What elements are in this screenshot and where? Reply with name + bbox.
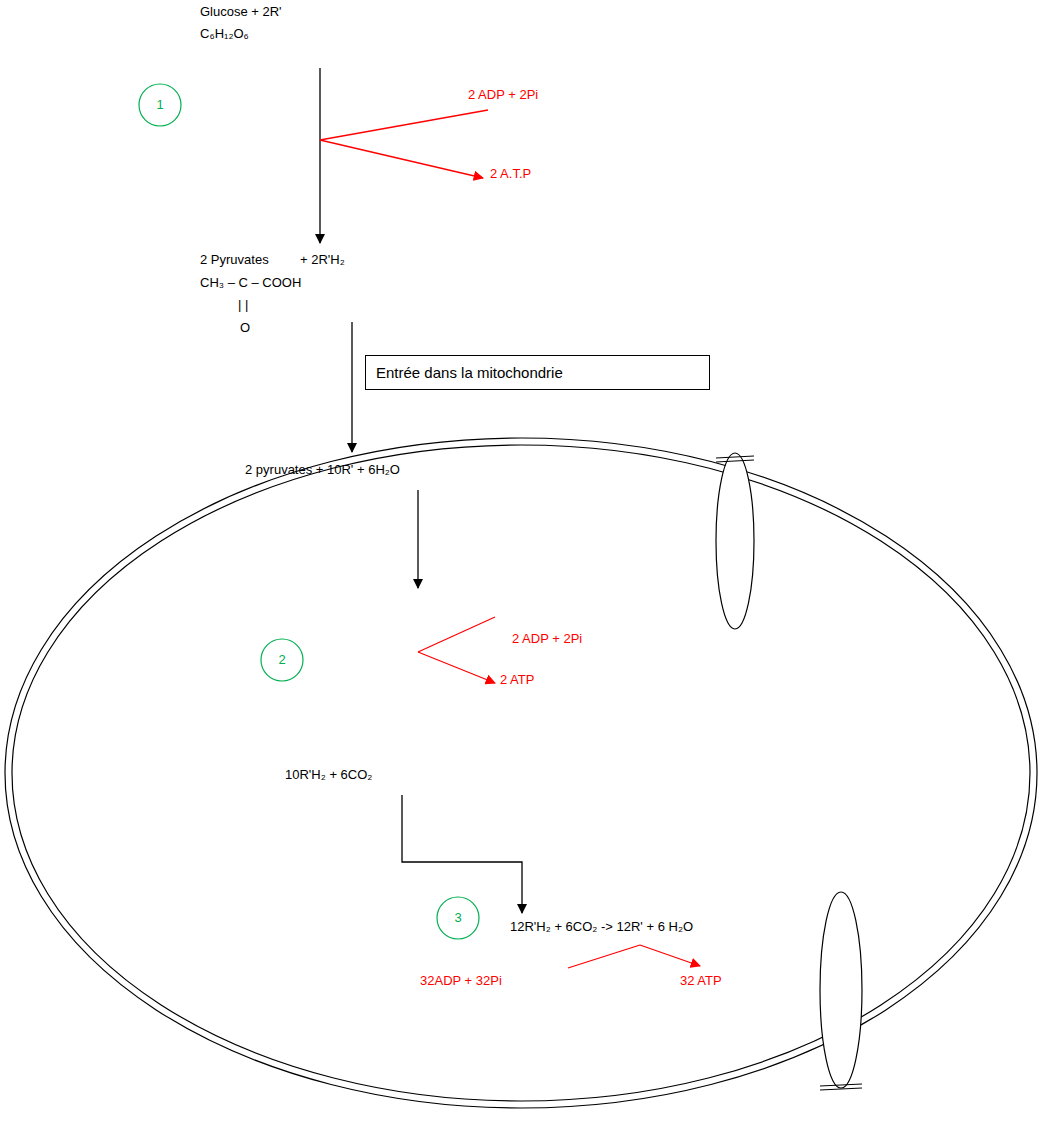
step-number-text: 2 [278,652,285,668]
atp-label: 2 A.T.P [490,166,531,182]
reaction-arrow [351,322,352,452]
adp-label: 2 ADP + 2Pi [468,87,538,103]
formula-bond: | | [238,297,248,313]
reactant-label: 2 pyruvates + 10R' + 6H₂O [245,462,400,478]
reaction-arrow [319,68,320,243]
product-label: + 2R'H₂ [300,252,345,268]
reaction-arrow [402,795,522,913]
atp-label: 32 ATP [680,973,722,989]
step-circle [437,897,479,939]
step-number: 1 [138,83,182,127]
adp-label: 32ADP + 32Pi [420,973,502,989]
step-circle [261,639,303,681]
crista [820,892,862,1088]
mitochondrion-outer-membrane [5,438,1037,1108]
membrane-junction [820,1084,862,1090]
step-number-text: 1 [156,97,163,113]
product-label: 10R'H₂ + 6CO₂ [285,767,372,783]
caption-text: Entrée dans la mitochondrie [376,364,563,382]
atp-label: 2 ATP [500,672,534,688]
atp-coupling-line [418,617,495,652]
step-number: 3 [436,896,480,940]
formula-label: CH₃ – C – COOH [200,275,301,291]
caption-box: Entrée dans la mitochondrie [365,355,710,390]
reaction-label: 12R'H₂ + 6CO₂ -> 12R' + 6 H₂O [510,919,693,935]
atp-coupling-line [320,110,488,140]
formula-label: C₆H₁₂O₆ [200,26,249,42]
reaction-arrow [417,490,418,588]
crista [716,453,754,629]
atp-coupling-arrow [418,652,495,683]
step-number-text: 3 [454,910,461,926]
formula-atom: O [240,320,250,336]
step-circle [139,84,181,126]
step-number: 2 [260,638,304,682]
atp-coupling-arrow [640,945,700,966]
mitochondrion-inner-membrane [12,445,1030,1101]
membrane-junction [716,456,754,462]
atp-coupling-arrow [320,140,483,178]
product-label: 2 Pyruvates [200,252,269,268]
reactant-label: Glucose + 2R' [200,4,282,20]
atp-coupling-line [568,945,640,968]
adp-label: 2 ADP + 2Pi [512,631,582,647]
